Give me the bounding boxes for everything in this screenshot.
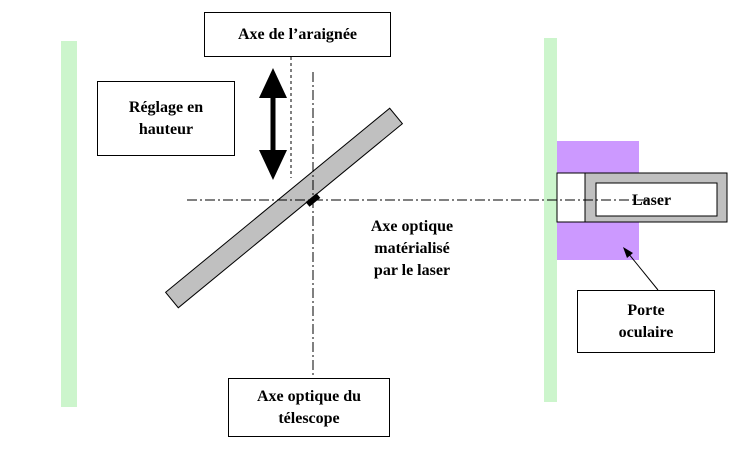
telescope-axis-label: Axe optique du télescope <box>228 378 390 437</box>
tube-wall-right <box>544 38 557 402</box>
laser-optical-axis-label: Axe optique matérialisé par le laser <box>370 218 454 279</box>
tube-wall-left <box>61 41 77 407</box>
eyepiece-pointer-arrow <box>623 247 659 291</box>
eyepiece-holder-label: Porte oculaire <box>577 290 715 353</box>
laser-label: Laser <box>631 191 672 209</box>
height-adjustment-label: Réglage en hauteur <box>97 81 235 156</box>
mirror-center-mark <box>305 193 321 207</box>
double-arrow-icon <box>259 68 287 180</box>
spider-axis-label: Axe de l’araignée <box>204 12 391 57</box>
laser-cap <box>556 172 586 223</box>
